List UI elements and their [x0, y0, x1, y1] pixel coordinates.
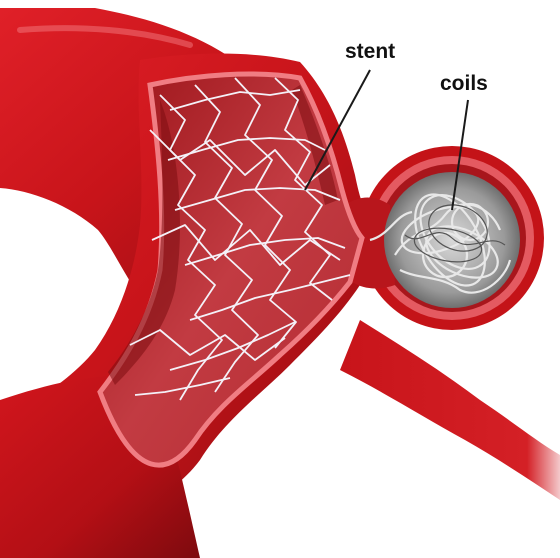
coils-label: coils — [440, 72, 488, 95]
stent-label: stent — [345, 40, 395, 63]
vessel-branch — [340, 320, 560, 500]
